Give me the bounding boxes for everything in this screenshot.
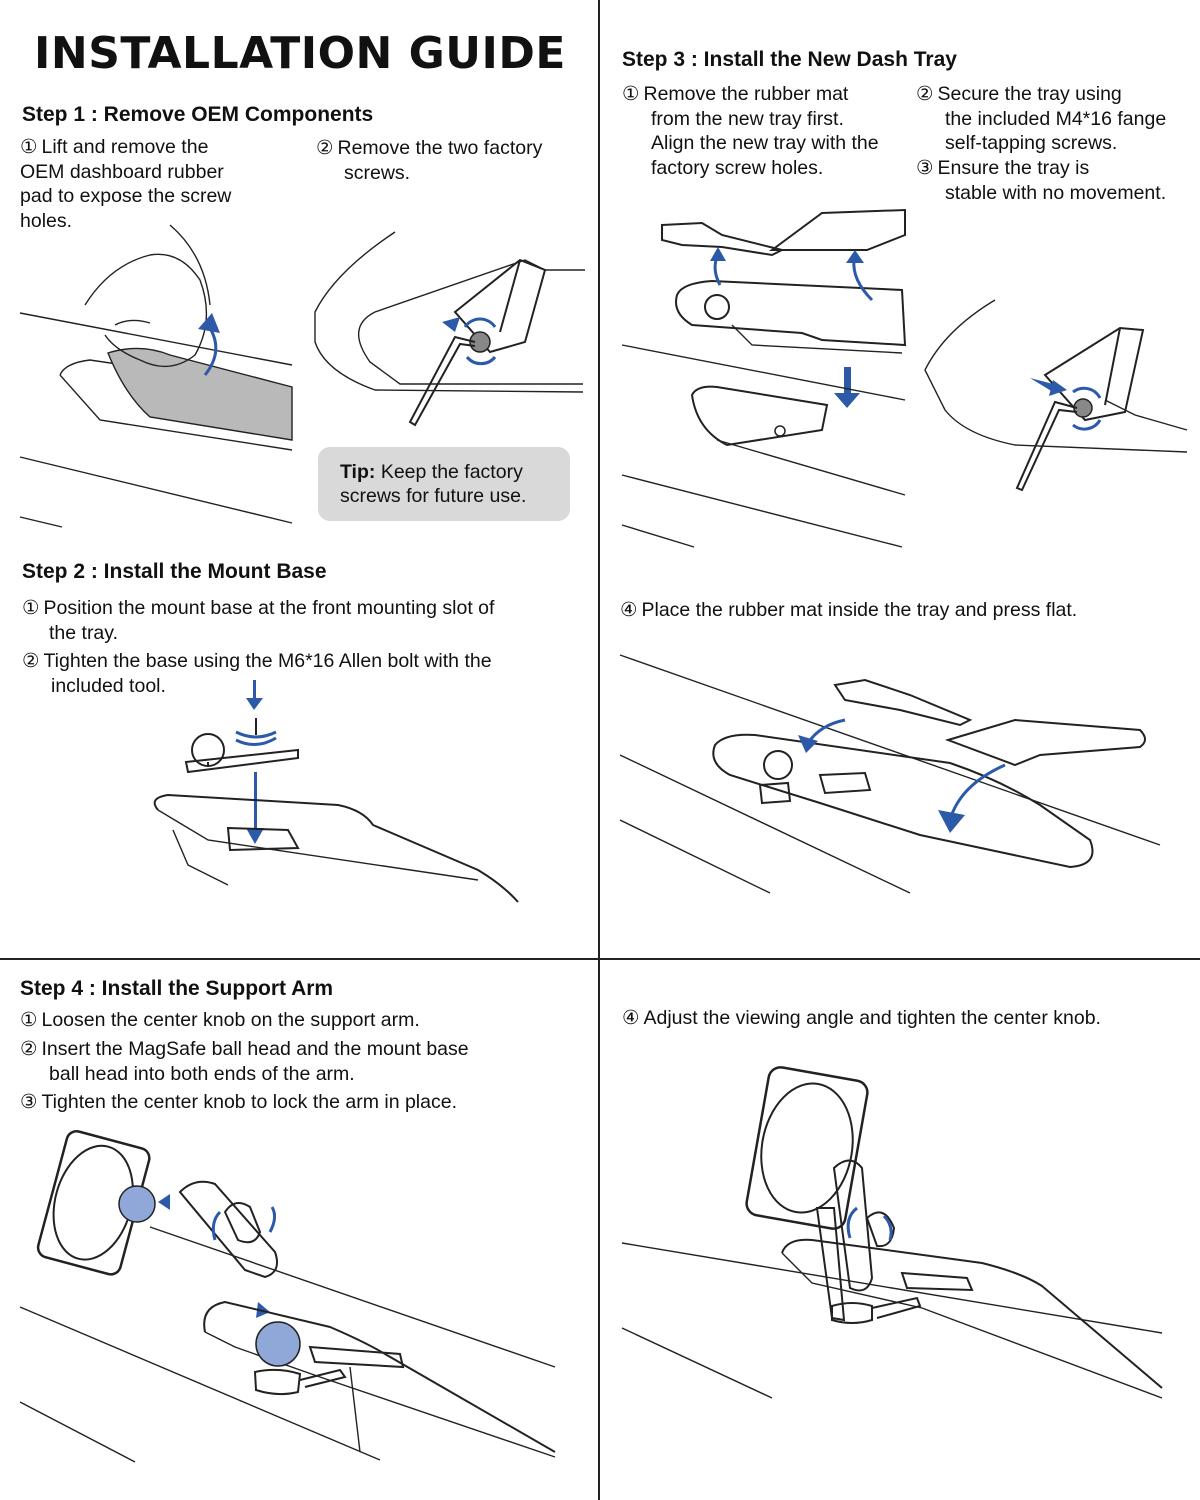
vertical-divider	[598, 0, 600, 1500]
step2-item2-num: ②	[22, 650, 40, 672]
step3-heading: Step 3 : Install the New Dash Tray	[622, 48, 957, 71]
step4-item2-num: ②	[20, 1038, 38, 1060]
step4-item1-num: ①	[20, 1009, 38, 1031]
step3-item2-num: ②	[916, 83, 934, 105]
step4-item3-num: ③	[20, 1091, 38, 1113]
page-title: INSTALLATION GUIDE	[34, 28, 566, 79]
remove-pad-illustration	[19, 224, 293, 528]
step3-item4-num: ④	[620, 599, 638, 621]
step1-item1-num: ①	[20, 136, 38, 158]
step3-item3-num: ③	[916, 157, 934, 179]
step4-heading: Step 4 : Install the Support Arm	[20, 977, 334, 1000]
tip-label: Tip:	[340, 461, 376, 483]
mount-base-illustration	[153, 680, 519, 903]
place-mat-illustration	[619, 654, 1161, 894]
step3-item1-num: ①	[622, 83, 640, 105]
step1-item2-num: ②	[316, 137, 334, 159]
adjust-angle-illustration	[621, 1066, 1163, 1399]
horizontal-divider	[0, 958, 1200, 960]
align-tray-illustration	[621, 208, 907, 548]
tip-box: Tip: Keep the factory screws for future …	[318, 447, 570, 521]
secure-screws-illustration	[924, 299, 1188, 492]
assemble-arm-illustration	[19, 1130, 556, 1463]
step2-heading: Step 2 : Install the Mount Base	[22, 560, 327, 583]
step1-heading: Step 1 : Remove OEM Components	[22, 103, 374, 126]
step2-item1-num: ①	[22, 597, 40, 619]
step4-item4-num: ④	[622, 1007, 640, 1029]
remove-screws-illustration	[314, 231, 585, 427]
